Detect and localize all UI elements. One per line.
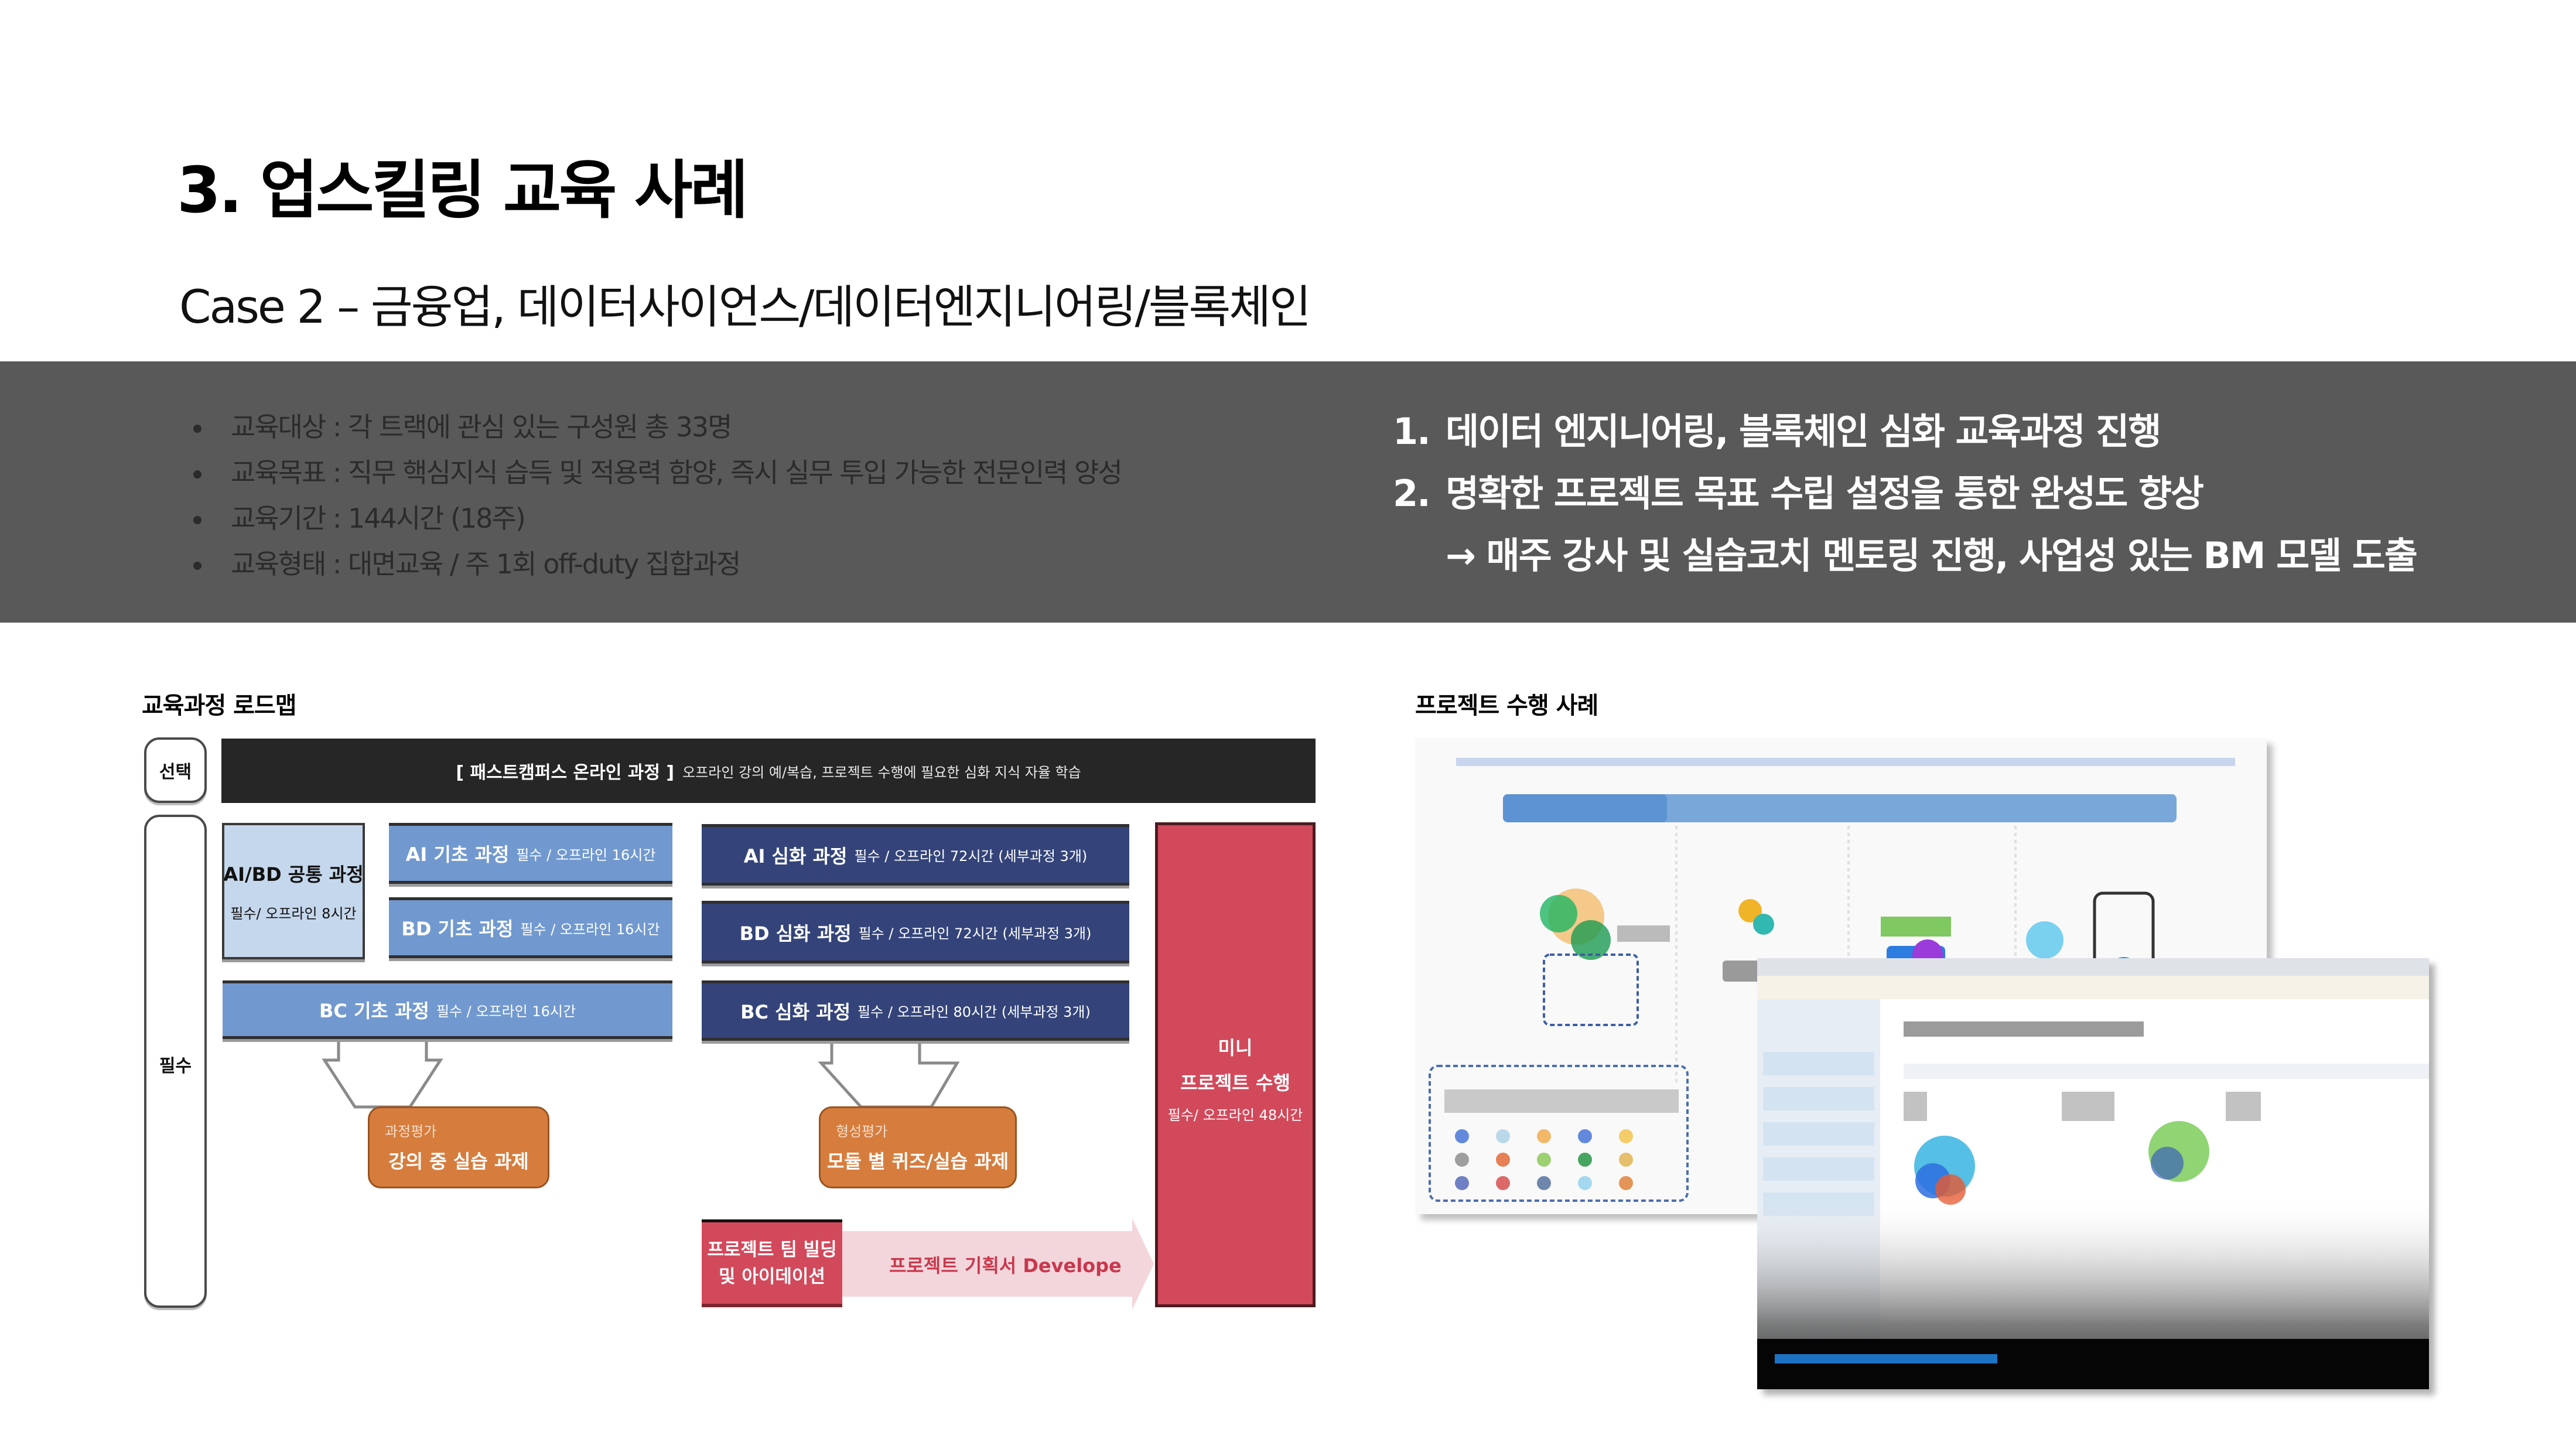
assessment-course: 과정평가 강의 중 실습 과제 bbox=[368, 1106, 549, 1188]
team-building-line1: 프로젝트 팀 빌딩 bbox=[707, 1239, 837, 1260]
assessment-tag: 과정평가 bbox=[385, 1123, 437, 1140]
flow-arrows bbox=[322, 1037, 960, 1109]
course-name: BD 기초 과정 bbox=[401, 918, 514, 940]
course-bc-basic: BC 기초 과정 필수 / 오프라인 16시간 bbox=[223, 980, 672, 1039]
page-title: 3. 업스킬링 교육 사례 bbox=[177, 154, 749, 227]
course-name: AI/BD 공통 과정 bbox=[223, 863, 364, 886]
course-name: BD 심화 과정 bbox=[739, 922, 852, 945]
row-label-optional: 선택 bbox=[144, 737, 207, 803]
course-meta: 필수 / 오프라인 16시간 bbox=[520, 921, 660, 938]
course-bd-basic: BD 기초 과정 필수 / 오프라인 16시간 bbox=[389, 897, 672, 958]
key-point-text: 명확한 프로젝트 목표 수립 설정을 통한 완성도 향상 bbox=[1446, 472, 2204, 515]
course-ai-basic: AI 기초 과정 필수 / 오프라인 16시간 bbox=[389, 823, 672, 884]
online-course-bar: [ 패스트캠퍼스 온라인 과정 ] 오프라인 강의 예/복습, 프로젝트 수행에… bbox=[221, 739, 1316, 803]
course-ai-advanced: AI 심화 과정 필수 / 오프라인 72시간 (세부과정 3개) bbox=[702, 824, 1129, 886]
arrow-down-icon bbox=[818, 1039, 960, 1109]
develop-arrow-label: 프로젝트 기획서 Develope bbox=[889, 1255, 1122, 1277]
dashboard-image bbox=[1757, 958, 2429, 1389]
key-points: 1. 데이터 엔지니어링, 블록체인 심화 교육과정 진행 2. 명확한 프로젝트 … bbox=[1393, 401, 2418, 587]
course-name: BC 심화 과정 bbox=[740, 1000, 851, 1023]
assessment-text: 모듈 별 퀴즈/실습 과제 bbox=[826, 1150, 1009, 1173]
arrow-down-icon bbox=[322, 1037, 443, 1109]
assessment-tag: 형성평가 bbox=[836, 1123, 888, 1140]
develop-arrow-icon bbox=[764, 1218, 1154, 1310]
course-bc-advanced: BC 심화 과정 필수 / 오프라인 80시간 (세부과정 3개) bbox=[702, 980, 1129, 1041]
course-meta: 필수 / 오프라인 80시간 (세부과정 3개) bbox=[857, 1004, 1091, 1020]
key-point-number: 1. bbox=[1393, 410, 1431, 453]
info-goal: 교육목표 : 직무 핵심지식 습득 및 적용력 함양, 즉시 실무 투입 가능한… bbox=[189, 450, 1123, 495]
key-point-1: 1. 데이터 엔지니어링, 블록체인 심화 교육과정 진행 bbox=[1393, 401, 2417, 463]
project-screenshot-dashboard bbox=[1757, 958, 2429, 1389]
key-point-number: 2. bbox=[1393, 472, 1431, 515]
course-bd-advanced: BD 심화 과정 필수 / 오프라인 72시간 (세부과정 3개) bbox=[702, 901, 1129, 963]
course-name: BC 기초 과정 bbox=[319, 1000, 429, 1022]
course-meta: 필수/ 오프라인 8시간 bbox=[230, 905, 357, 922]
key-point-2: 2. 명확한 프로젝트 목표 수립 설정을 통한 완성도 향상 bbox=[1393, 463, 2417, 525]
online-course-desc: 오프라인 강의 예/복습, 프로젝트 수행에 필요한 심화 지식 자율 학습 bbox=[682, 764, 1081, 781]
course-name: AI 기초 과정 bbox=[405, 843, 510, 866]
info-format: 교육형태 : 대면교육 / 주 1회 off-duty 집합과정 bbox=[189, 541, 1122, 587]
course-info-list: 교육대상 : 각 트랙에 관심 있는 구성원 총 33명 교육목표 : 직무 핵… bbox=[189, 404, 1123, 587]
mini-project-block: 미니 프로젝트 수행 필수/ 오프라인 48시간 bbox=[1155, 822, 1316, 1307]
course-name: AI 심화 과정 bbox=[743, 845, 848, 867]
mini-project-line2: 프로젝트 수행 bbox=[1180, 1072, 1290, 1094]
course-meta: 필수 / 오프라인 16시간 bbox=[436, 1003, 576, 1020]
key-point-sub: → 매주 강사 및 실습코치 멘토링 진행, 사업성 있는 BM 모델 도출 bbox=[1446, 534, 2418, 577]
mini-project-meta: 필수/ 오프라인 48시간 bbox=[1167, 1107, 1303, 1123]
info-duration: 교육기간 : 144시간 (18주) bbox=[189, 495, 1122, 541]
roadmap-label: 교육과정 로드맵 bbox=[142, 692, 297, 719]
course-meta: 필수 / 오프라인 72시간 (세부과정 3개) bbox=[854, 848, 1088, 864]
summary-band bbox=[0, 361, 2576, 623]
row-label-required: 필수 bbox=[144, 815, 207, 1308]
info-target: 교육대상 : 각 트랙에 관심 있는 구성원 총 33명 bbox=[189, 404, 1122, 450]
team-building-block: 프로젝트 팀 빌딩 및 아이데이션 bbox=[702, 1219, 842, 1307]
course-ai-bd-common: AI/BD 공통 과정 필수/ 오프라인 8시간 bbox=[222, 823, 365, 959]
course-meta: 필수 / 오프라인 72시간 (세부과정 3개) bbox=[858, 925, 1092, 942]
key-point-text: 데이터 엔지니어링, 블록체인 심화 교육과정 진행 bbox=[1446, 410, 2161, 453]
mini-project-line1: 미니 bbox=[1218, 1037, 1253, 1059]
assessment-text: 강의 중 실습 과제 bbox=[388, 1150, 529, 1173]
assessment-formative: 형성평가 모듈 별 퀴즈/실습 과제 bbox=[819, 1106, 1017, 1188]
course-meta: 필수 / 오프라인 16시간 bbox=[516, 846, 656, 863]
team-building-line2: 및 아이데이션 bbox=[719, 1266, 825, 1287]
case-subtitle: Case 2 – 금융업, 데이터사이언스/데이터엔지니어링/블록체인 bbox=[179, 281, 1311, 334]
online-course-title: [ 패스트캠퍼스 온라인 과정 ] bbox=[456, 763, 675, 783]
projects-label: 프로젝트 수행 사례 bbox=[1415, 692, 1598, 719]
